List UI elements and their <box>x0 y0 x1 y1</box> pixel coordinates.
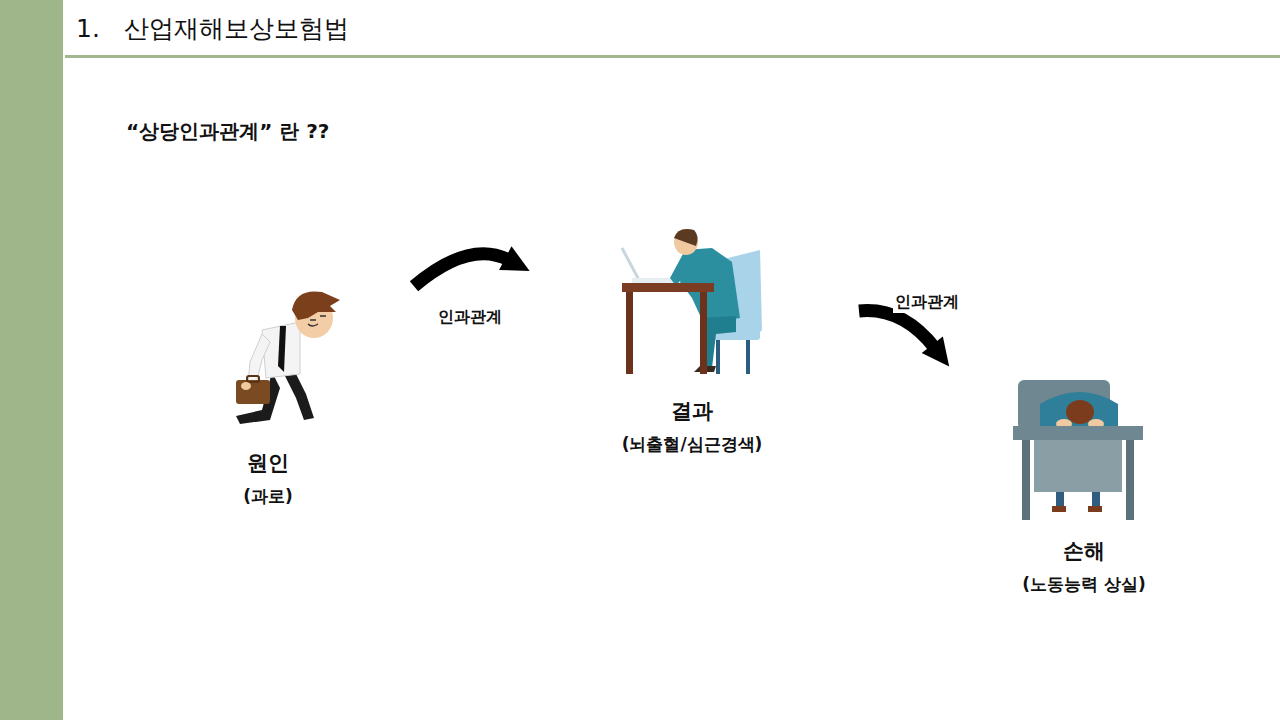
figure-part <box>1022 440 1030 520</box>
figure-part <box>1034 440 1122 492</box>
slumped-person-figure <box>1013 380 1143 520</box>
causal-arrow <box>859 311 949 367</box>
node-text-group: 손해(노동능력 상실) <box>1016 536 1152 600</box>
node-detail: (뇌출혈/심근경색) <box>616 428 769 460</box>
figure-part <box>626 292 633 374</box>
cause-effect-node: 결과(뇌출혈/심근경색) <box>527 226 857 476</box>
figure-part <box>1066 400 1094 424</box>
arrow-shaft <box>414 254 509 287</box>
node-text-group: 원인(과로) <box>237 448 299 512</box>
node-detail: (노동능력 상실) <box>1016 568 1152 600</box>
figure-part <box>700 292 707 374</box>
node-heading: 손해 <box>1016 536 1152 568</box>
figure-part <box>716 340 720 374</box>
title-rule <box>65 55 1280 58</box>
figure-part <box>1052 506 1066 512</box>
cause-effect-node: 손해(노동능력 상실) <box>948 340 1220 620</box>
arrow-head <box>922 337 949 367</box>
subtitle-label: “상당인과관계” 란 ?? <box>126 118 329 145</box>
edge-label: 인과관계 <box>436 307 504 328</box>
figure-part <box>248 334 270 384</box>
figure-part <box>1126 440 1134 520</box>
figure-part <box>292 291 340 320</box>
figure-part <box>278 326 286 372</box>
arrow-head <box>499 246 530 271</box>
figure-part <box>308 324 318 326</box>
figure-part <box>674 229 698 246</box>
cause-effect-node: 원인(과로) <box>200 262 412 532</box>
causal-arrow <box>414 246 530 286</box>
tired-man-figure <box>236 291 340 424</box>
figure-part <box>262 322 300 378</box>
node-heading: 원인 <box>237 448 299 480</box>
figure-part <box>236 380 270 404</box>
figure-part <box>236 372 280 424</box>
figure-part <box>622 248 676 282</box>
arrow-shaft <box>859 311 935 348</box>
edge-label: 인과관계 <box>893 292 961 313</box>
side-bar <box>0 0 63 720</box>
figure-part <box>241 382 251 390</box>
figure-part <box>746 340 750 374</box>
figure-part <box>310 316 326 320</box>
figure-part <box>670 252 692 286</box>
figure-part <box>247 376 259 382</box>
node-heading: 결과 <box>616 396 769 428</box>
man-at-desk-figure <box>622 229 762 374</box>
figure-part <box>674 229 698 255</box>
figure-part <box>622 283 714 292</box>
figure-part <box>1013 426 1143 440</box>
node-text-group: 결과(뇌출혈/심근경색) <box>616 396 769 460</box>
node-detail: (과로) <box>237 480 299 512</box>
slide-title: 1. 산업재해보상보험법 <box>76 12 349 45</box>
figure-part <box>1088 506 1102 512</box>
figure-part <box>1040 392 1118 428</box>
